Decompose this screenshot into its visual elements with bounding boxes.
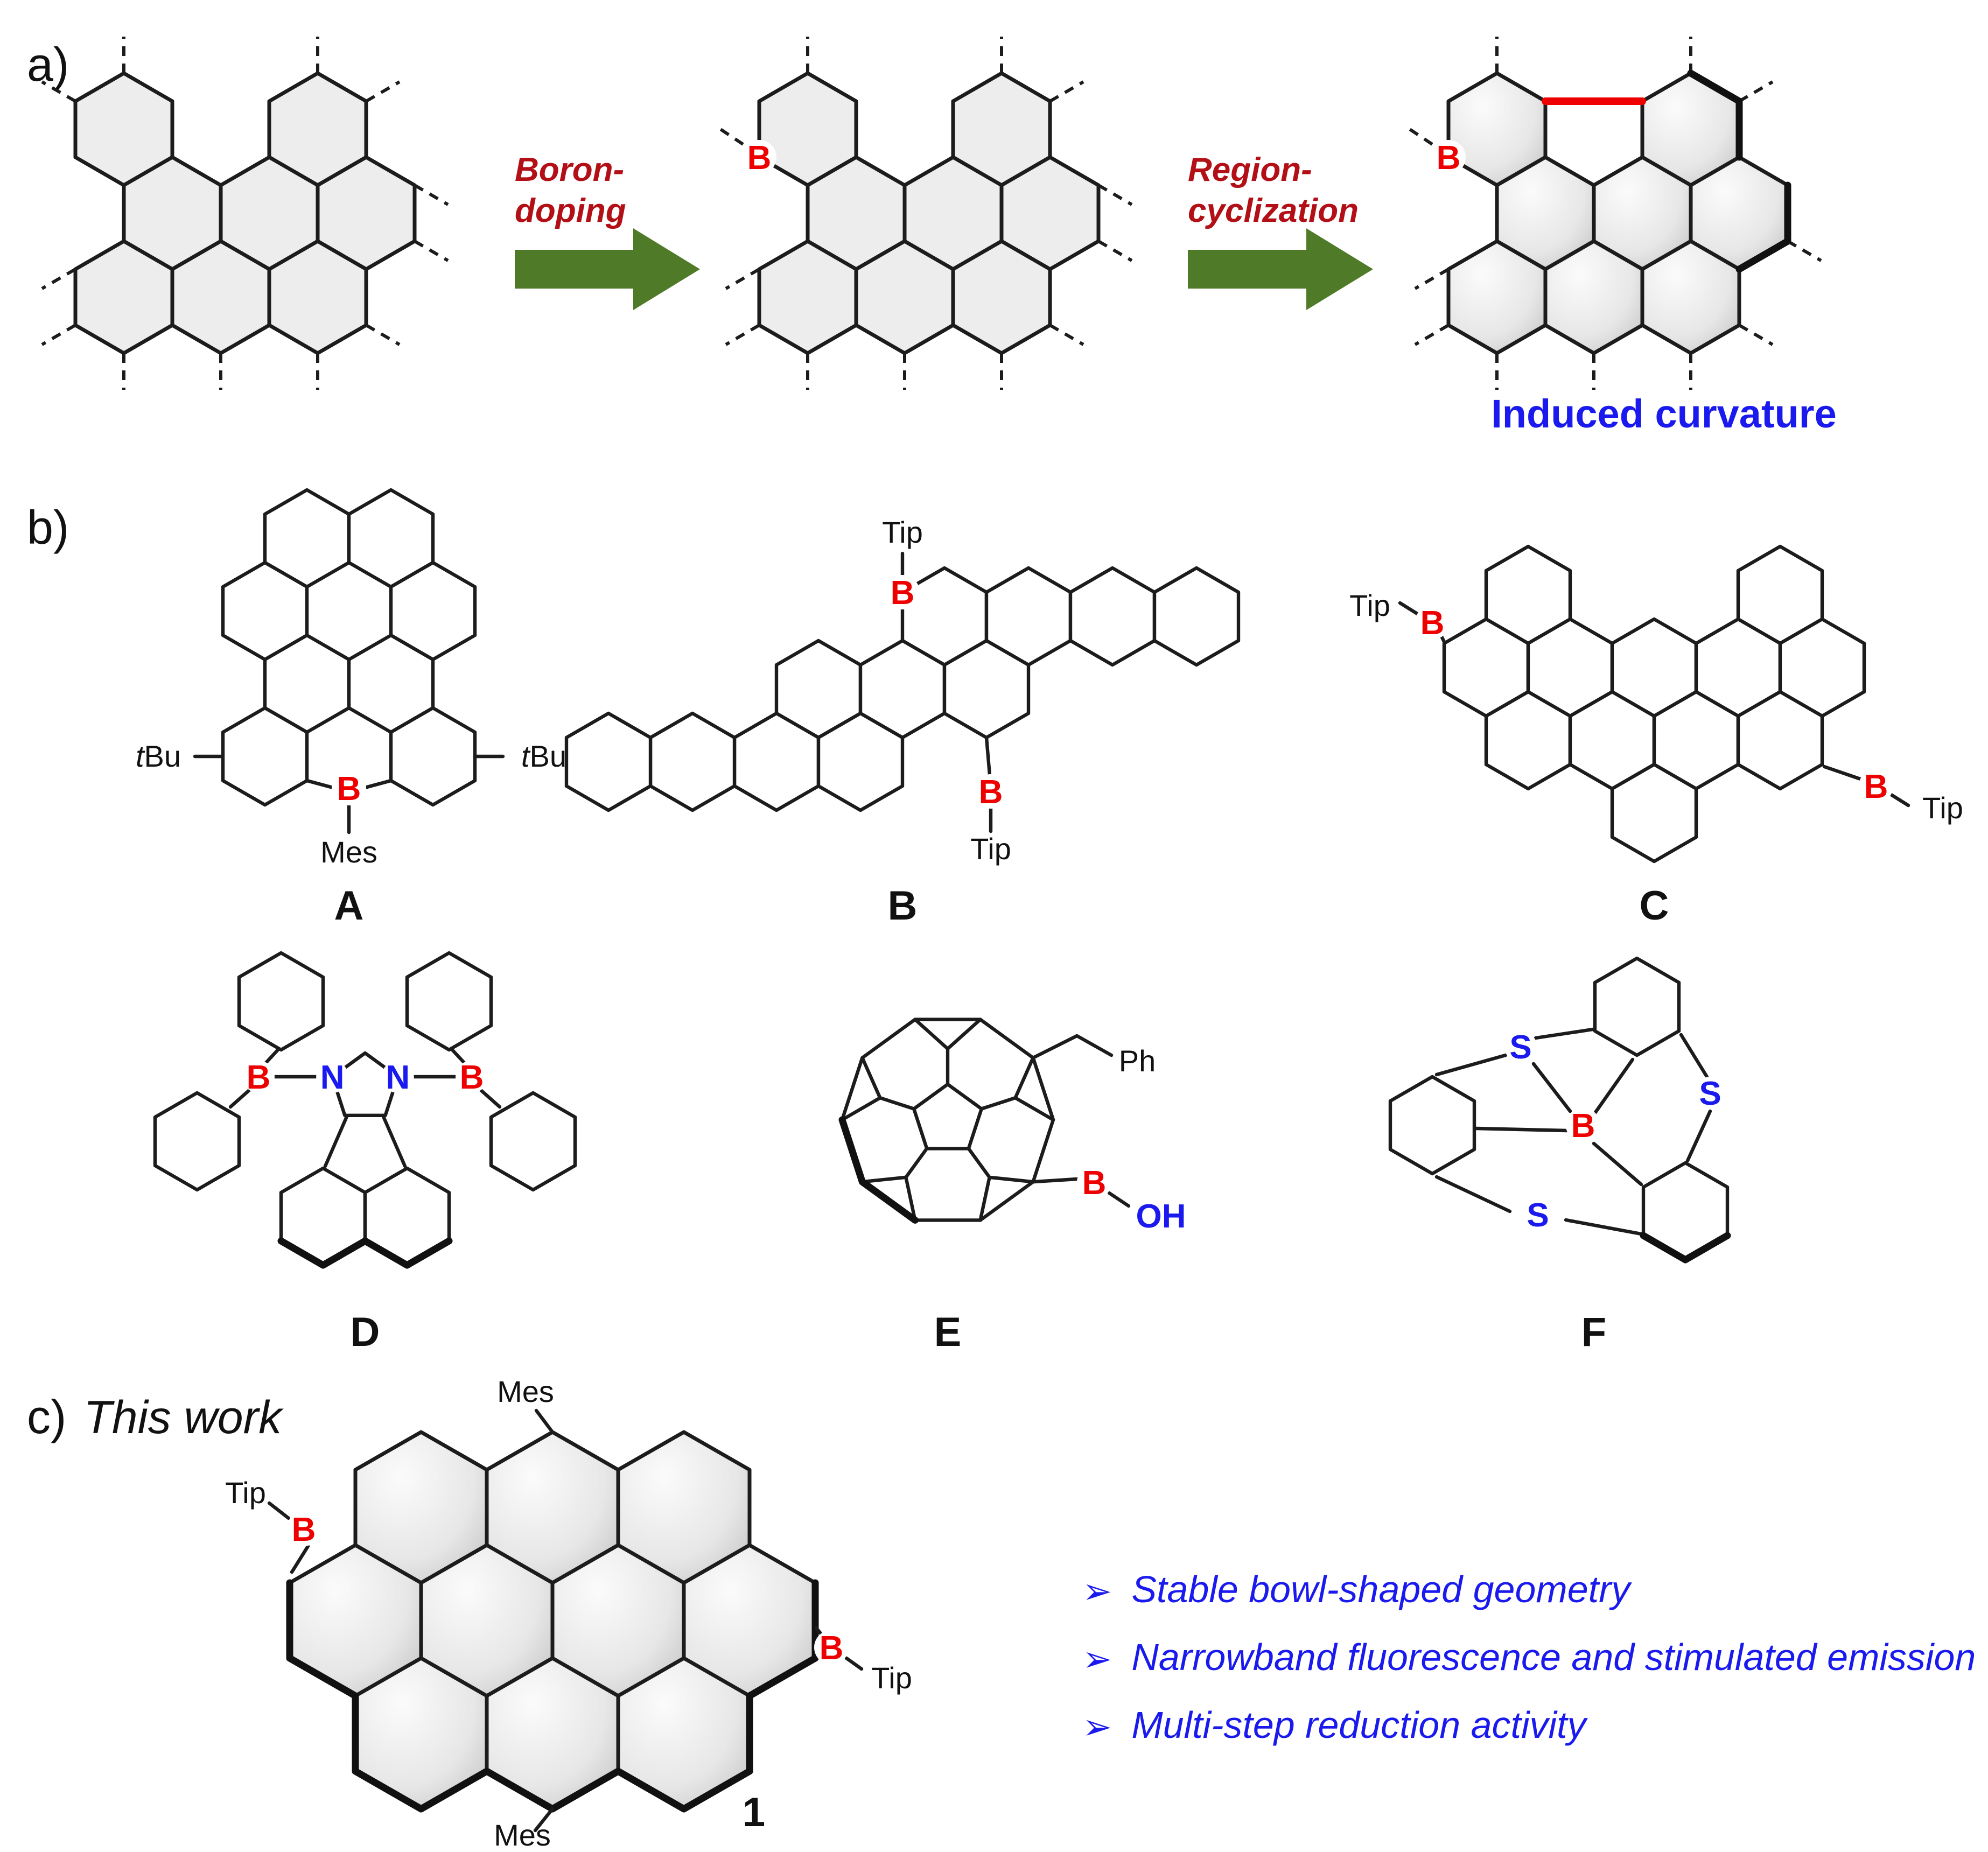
compound-a-structure: B Mes tBu tBu [136,490,566,869]
boron-atom-label: B [1437,139,1461,177]
arrow-bullet-icon: ➢ [1082,1707,1112,1747]
bold-rim-edge [838,1116,919,1224]
nitrogen-atom-label: N [386,1059,410,1096]
compound-label-a: A [334,883,364,929]
substituent-bonds [193,754,505,834]
this-work-subtitle: This work [83,1392,282,1444]
corannulene-spokes [840,1018,1055,1222]
compound-d-structure: N N B B [155,953,575,1269]
hydroxyl-group-label: OH [1136,1198,1186,1235]
molecule-parent-nanographene [41,37,449,390]
tip-group-label: Tip [970,832,1011,866]
key-point-text: Multi-step reduction activity [1131,1704,1586,1747]
mes-group-label: Mes [497,1374,554,1408]
boron-atom-label: B [979,774,1003,811]
peripheral-bonds [41,37,449,390]
ring-fusion-bonds [1434,1027,1712,1236]
boron-doping-label-line1: Boron- [515,151,624,188]
arrow-bullet-icon: ➢ [1082,1639,1112,1679]
compound-b-structure: B Tip B Tip [566,515,1238,866]
sulfur-atom-label: S [1527,1197,1549,1234]
phenyl-group-label: Ph [1119,1044,1156,1078]
panel-b-label: b) [27,501,69,554]
tip-group-label: Tip [871,1661,912,1695]
compound-label-c: C [1640,883,1669,929]
boron-atom-label: B [247,1059,271,1096]
induced-curvature-caption: Induced curvature [1491,391,1837,436]
compound-label-f: F [1581,1309,1606,1355]
mes-bonds [533,1408,555,1833]
boron-doping-label-line2: doping [515,192,626,229]
tip-group-label: Tip [1349,588,1390,622]
tbu-group-label: tBu [521,739,566,773]
boron-atom-label: B [1420,605,1445,642]
compound-c-structure: B Tip B Tip [1349,546,1963,861]
key-point-item: ➢ Narrowband fluorescence and stimulated… [1082,1631,1982,1686]
bowl-rim-bold-edge [1687,69,1743,161]
compound-1-number: 1 [743,1790,765,1835]
bold-rim-edge [277,1237,453,1269]
boron-substituent-stub [1405,125,1433,146]
regiocyclization-arrow-icon [1188,228,1373,310]
boron-atom-label: B [337,770,361,808]
molecule-curved-nanographene: B [1405,37,1822,390]
compound-e-structure: Ph B OH [838,1018,1186,1235]
key-point-text: Stable bowl-shaped geometry [1131,1569,1630,1611]
regiocyclization-label-line1: Region- [1188,151,1312,188]
compound-f-structure: B S S S [1390,958,1731,1264]
boron-atom-label: B [1571,1107,1595,1145]
substituent-bonds [900,551,993,833]
boron-atom-label: B [1864,768,1888,805]
boron-doping-arrow-icon [515,228,700,310]
tbu-group-label: tBu [136,739,181,773]
peripheral-bonds [725,37,1133,390]
boron-substituent-stub [716,125,744,146]
tip-group-label: Tip [1922,791,1963,825]
key-point-text: Narrowband fluorescence and stimulated e… [1131,1637,1976,1679]
linker-bonds [228,1047,502,1168]
molecule-borylated-nanographene: B [716,37,1133,390]
mes-group-label: Mes [494,1818,551,1852]
substituent-bonds [1031,1034,1131,1208]
boron-atom-label: B [292,1511,316,1548]
boron-atom-label: B [460,1059,484,1096]
sulfur-atom-label: S [1699,1075,1721,1112]
this-work-heading: c) This work [27,1391,282,1445]
boron-atom-label: B [891,574,915,612]
compound-1-structure [286,1408,819,1833]
compound-label-e: E [934,1309,962,1355]
bold-rim-edge [1640,1232,1731,1264]
panel-c-label: c) [27,1391,67,1444]
key-point-item: ➢ Stable bowl-shaped geometry [1082,1563,1982,1618]
compound-label-d: D [351,1309,380,1355]
tip-group-label: Tip [225,1476,266,1510]
mes-group-label: Mes [320,835,377,869]
tip-group-label: Tip [882,515,923,549]
boryl-bonds [267,1501,864,1671]
boron-atom-label: B [820,1630,844,1667]
key-point-item: ➢ Multi-step reduction activity [1082,1700,1982,1755]
arrow-bullet-icon: ➢ [1082,1571,1112,1611]
nitrogen-atom-label: N [320,1059,345,1096]
boron-atom-label: B [747,139,772,177]
corannulene-hub [912,1082,984,1151]
regiocyclization-label-line2: cyclization [1188,192,1359,229]
peripheral-bonds [1414,37,1822,390]
sulfur-atom-label: S [1509,1029,1531,1066]
bowl-rim-bold-edge [1735,181,1791,273]
key-points-list: ➢ Stable bowl-shaped geometry ➢ Narrowba… [1082,1563,1982,1767]
compound-label-b: B [888,883,918,929]
boron-atom-label: B [1082,1164,1107,1202]
panel-a-label: a) [27,38,69,91]
